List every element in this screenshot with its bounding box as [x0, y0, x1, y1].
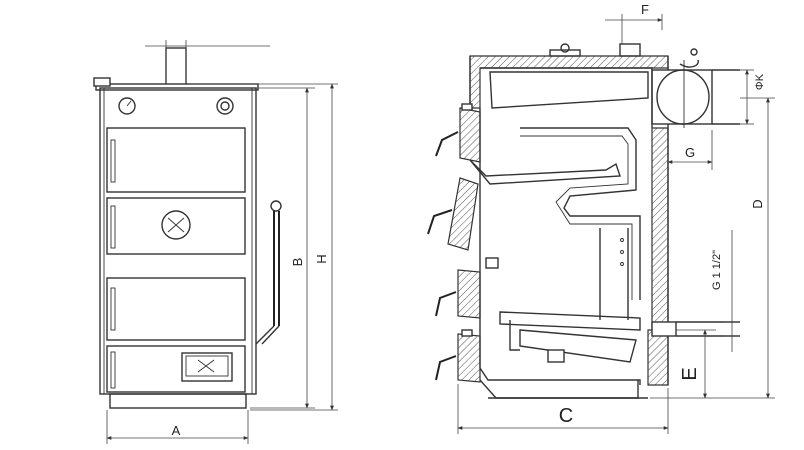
- side-chimney-stub: [619, 43, 641, 57]
- side-return-pipe: [651, 321, 740, 337]
- front-base: [109, 393, 247, 409]
- dim-H-label: H: [314, 254, 329, 263]
- dim-F-label: F: [641, 2, 649, 17]
- thermometer-gauge-icon: [118, 97, 136, 115]
- front-lower-door: [106, 277, 246, 341]
- dim-H: H: [190, 83, 338, 411]
- dim-C-label: C: [559, 405, 573, 427]
- dim-connection-label: G 1 1/2": [711, 250, 723, 290]
- front-upper-door: [106, 127, 246, 193]
- side-middle-door: [427, 177, 479, 251]
- dim-connection: G 1 1/2": [711, 230, 740, 352]
- dim-B: B: [250, 87, 315, 409]
- front-middle-door: [106, 197, 246, 255]
- heat-exchanger-coil: [520, 127, 641, 300]
- dim-D-label: D: [750, 199, 765, 208]
- front-control-panel: [118, 97, 234, 115]
- dim-F: F: [605, 2, 663, 44]
- side-insulation-top: [469, 55, 669, 109]
- side-chamber-wall: [479, 108, 641, 385]
- dim-K-label: ΦK: [754, 73, 766, 90]
- dim-K: ΦK: [740, 69, 766, 125]
- front-lever: [255, 200, 282, 345]
- side-view: F: [427, 2, 775, 434]
- front-ash-door: [106, 345, 246, 393]
- side-grate: [499, 311, 641, 331]
- side-upper-door: [435, 103, 481, 163]
- dim-A-label: A: [172, 423, 181, 438]
- side-ash-door: [435, 329, 481, 383]
- regulator-knob-icon: [216, 97, 234, 115]
- front-chimney: [145, 40, 270, 87]
- dim-G-label: G: [685, 145, 695, 160]
- front-top-knob: [93, 77, 111, 87]
- front-view: A B H: [93, 40, 338, 444]
- inspection-port-icon: [161, 210, 191, 240]
- dim-A: A: [106, 410, 249, 444]
- dim-E: E: [676, 329, 716, 399]
- side-ash-pan: [479, 379, 639, 399]
- side-lower-door: [435, 257, 499, 319]
- side-flue-pipe: [651, 59, 740, 128]
- front-top-flange: [95, 83, 259, 91]
- flue-outlet-icon: [656, 69, 710, 125]
- dim-B-label: B: [290, 258, 305, 267]
- dim-D: D: [650, 97, 775, 399]
- dim-C: C: [457, 384, 669, 434]
- side-insulation-rear: [647, 127, 669, 386]
- air-damper: [181, 352, 233, 382]
- dim-E-label: E: [679, 367, 701, 380]
- front-body: [99, 87, 257, 395]
- dim-G: G: [667, 130, 713, 170]
